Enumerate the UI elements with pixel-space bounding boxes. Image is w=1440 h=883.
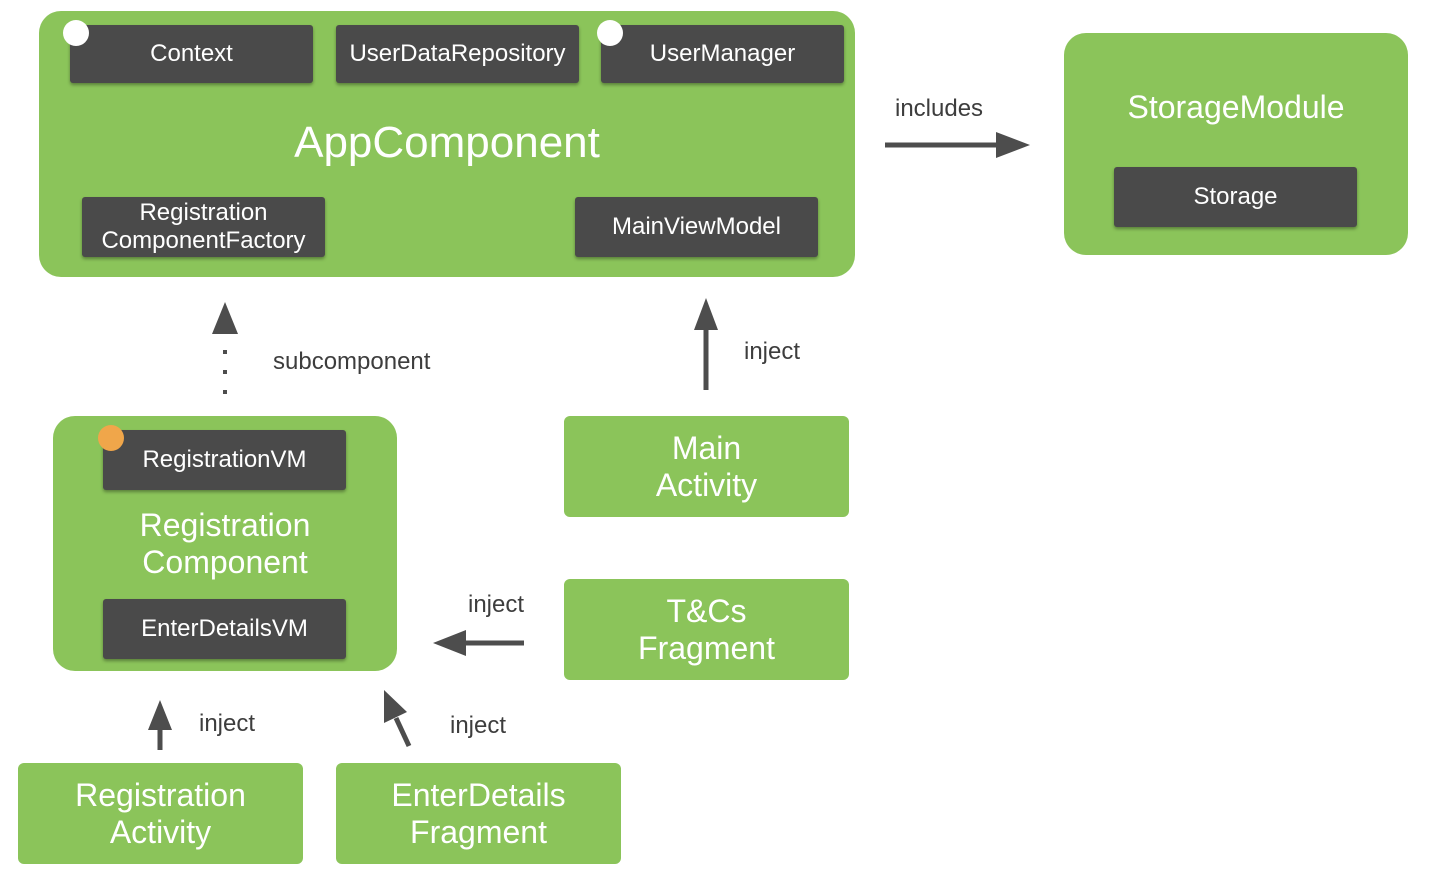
registration-component-box: RegistrationVM Registration Component En… [53,416,397,671]
inject-enter-details-label: inject [450,712,507,739]
inject-registration-label: inject [199,710,256,737]
activity-scope-dot-registration-vm [98,425,124,451]
user-manager-chip: UserManager [601,25,844,83]
context-chip: Context [70,25,313,83]
singleton-dot-user-manager [597,20,623,46]
main-activity-box: Main Activity [564,416,849,517]
inject-tcs-arrow-head [433,630,466,656]
inject-main-arrow-head [694,298,718,330]
subcomponent-arrow-head [212,302,238,334]
registration-activity-box: Registration Activity [18,763,303,864]
registration-component-title: Registration Component [139,507,311,580]
storage-chip: Storage [1114,167,1357,227]
inject-registration-arrow-head [148,700,172,730]
main-activity-title: Main Activity [655,429,758,503]
registration-component-factory-chip: Registration ComponentFactory [82,197,325,257]
app-component-box: Context UserDataRepository UserManager A… [39,11,855,277]
registration-vm-chip: RegistrationVM [103,430,346,490]
storage-module-box: StorageModule Storage [1064,33,1408,255]
inject-enter-details-arrow-line [393,716,412,748]
user-data-repository-chip: UserDataRepository [336,25,579,83]
inject-tcs-label: inject [468,591,525,618]
inject-enter-details-arrow-head [384,690,407,723]
storage-module-title: StorageModule [1127,88,1345,125]
singleton-dot-context [63,20,89,46]
inject-main-label: inject [744,338,801,365]
main-view-model-chip: MainViewModel [575,197,818,257]
subcomponent-label: subcomponent [273,348,431,375]
enter-details-fragment-title: EnterDetails Fragment [391,776,566,850]
includes-arrow-head [996,132,1030,158]
tcs-fragment-title: T&Cs Fragment [638,592,775,666]
includes-label: includes [895,95,984,122]
app-component-title: AppComponent [294,118,600,167]
tcs-fragment-box: T&Cs Fragment [564,579,849,680]
enter-details-vm-chip: EnterDetailsVM [103,599,346,659]
registration-activity-title: Registration Activity [75,776,246,850]
enter-details-fragment-box: EnterDetails Fragment [336,763,621,864]
